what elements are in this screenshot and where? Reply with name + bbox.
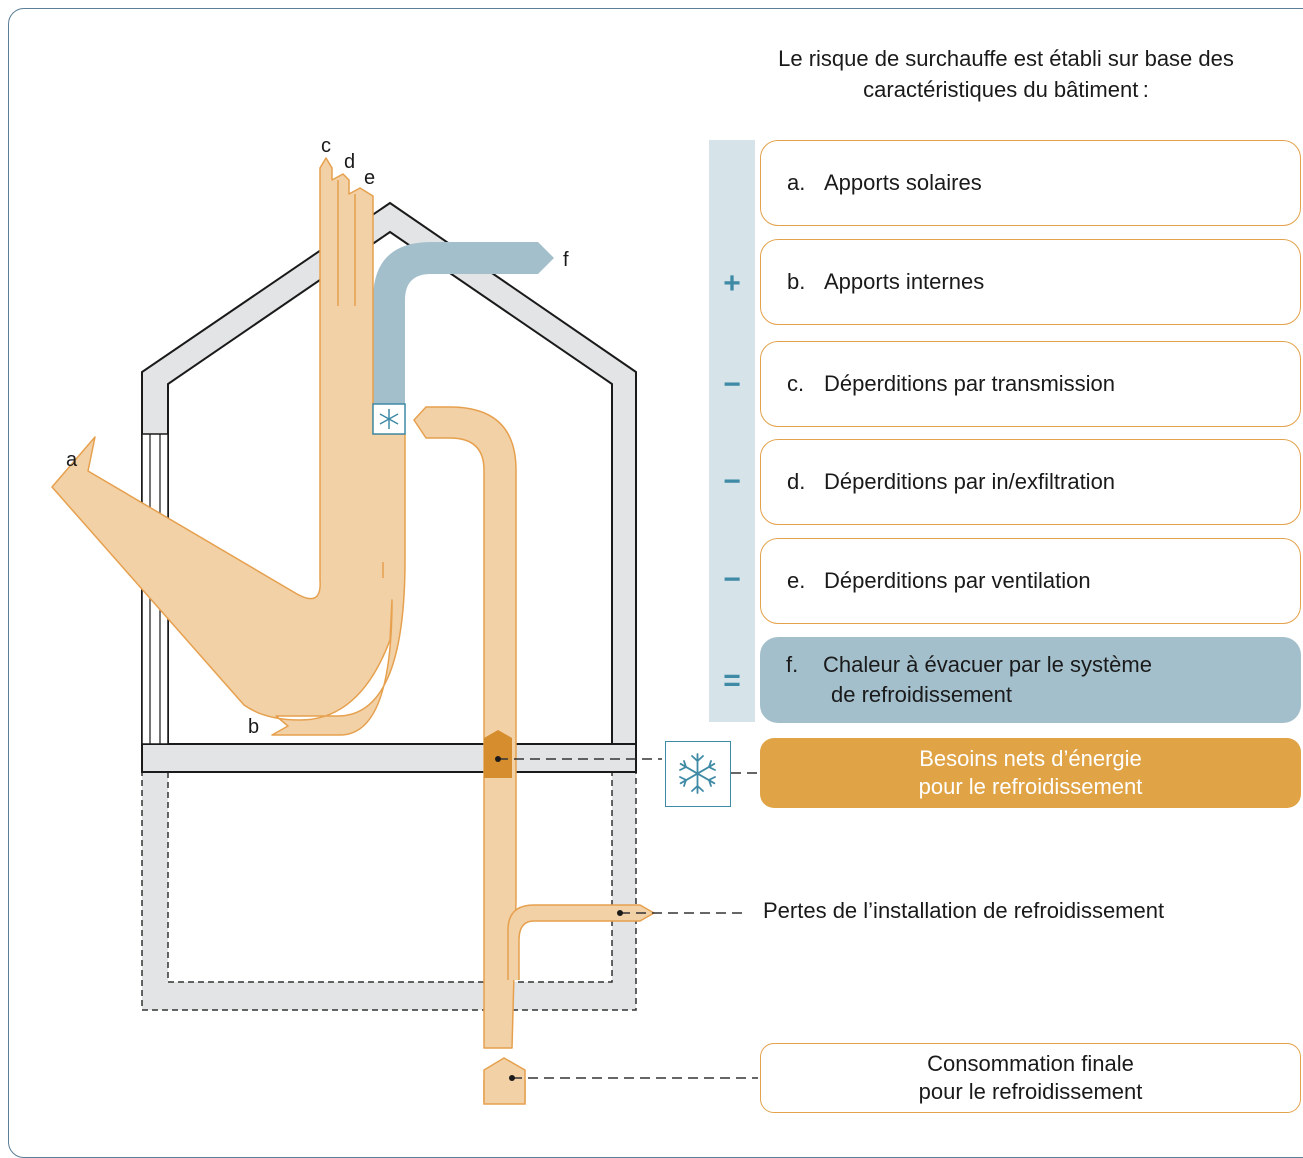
label-a: a — [66, 449, 78, 471]
factor-label: Déperditions par transmission — [824, 371, 1116, 396]
intro-line-1: Le risque de surchauffe est établi sur b… — [778, 46, 1234, 71]
factor-box-d: d. Déperditions par in/exfiltration — [760, 439, 1301, 525]
snowflake-icon — [665, 741, 731, 807]
plus-icon: + — [723, 267, 741, 300]
lower-floor-walls — [141, 771, 637, 1011]
label-b: b — [248, 716, 259, 738]
label-d: d — [344, 151, 355, 173]
factor-letter: a. — [787, 170, 806, 195]
label-c: c — [321, 135, 331, 157]
flow-final-consumption — [483, 1057, 526, 1105]
sign-column — [709, 140, 755, 722]
flow-heat-gains — [51, 157, 406, 736]
final-consumption-line-1: Consommation finale — [927, 1051, 1134, 1076]
result-line-1: Chaleur à évacuer par le système — [823, 652, 1152, 677]
factor-label: Apports solaires — [824, 170, 982, 195]
factor-label: Apports internes — [824, 269, 985, 294]
factor-letter: b. — [787, 269, 806, 294]
factor-letter: e. — [787, 568, 806, 593]
result-box-f: f. Chaleur à évacuer par le système de r… — [760, 637, 1301, 723]
final-consumption-box: Consommation finale pour le refroidissem… — [760, 1043, 1301, 1113]
factor-label: Déperditions par ventilation — [824, 568, 1091, 593]
flow-net-needs — [484, 730, 512, 778]
final-consumption-line-2: pour le refroidissement — [918, 1079, 1143, 1104]
net-needs-line-1: Besoins nets d’énergie — [919, 746, 1142, 771]
minus-icon: − — [723, 563, 741, 596]
duct-snowflake-icon — [372, 403, 406, 435]
net-needs-box: Besoins nets d’énergie pour le refroidis… — [760, 738, 1301, 808]
factor-box-b: b. Apports internes — [760, 239, 1301, 325]
factor-box-c: c. Déperditions par transmission — [760, 341, 1301, 427]
factor-letter: c. — [787, 371, 805, 396]
result-line-2: de refroidissement — [831, 682, 1012, 707]
minus-icon: − — [723, 368, 741, 401]
intro-line-2: caractéristiques du bâtiment : — [863, 77, 1149, 102]
equals-icon: = — [723, 664, 741, 697]
label-f: f — [563, 249, 569, 271]
losses-label: Pertes de l’installation de refroidissem… — [763, 898, 1165, 923]
intro-text: Le risque de surchauffe est établi sur b… — [716, 43, 1296, 105]
factor-box-e: e. Déperditions par ventilation — [760, 538, 1301, 624]
leader-lines — [498, 758, 758, 1079]
factor-box-a: a. Apports solaires — [760, 140, 1301, 226]
result-letter: f. — [786, 652, 799, 677]
net-needs-line-2: pour le refroidissement — [918, 774, 1143, 799]
factor-letter: d. — [787, 469, 806, 494]
label-e: e — [364, 167, 375, 189]
factor-label: Déperditions par in/exfiltration — [824, 469, 1116, 494]
minus-icon: − — [723, 465, 741, 498]
